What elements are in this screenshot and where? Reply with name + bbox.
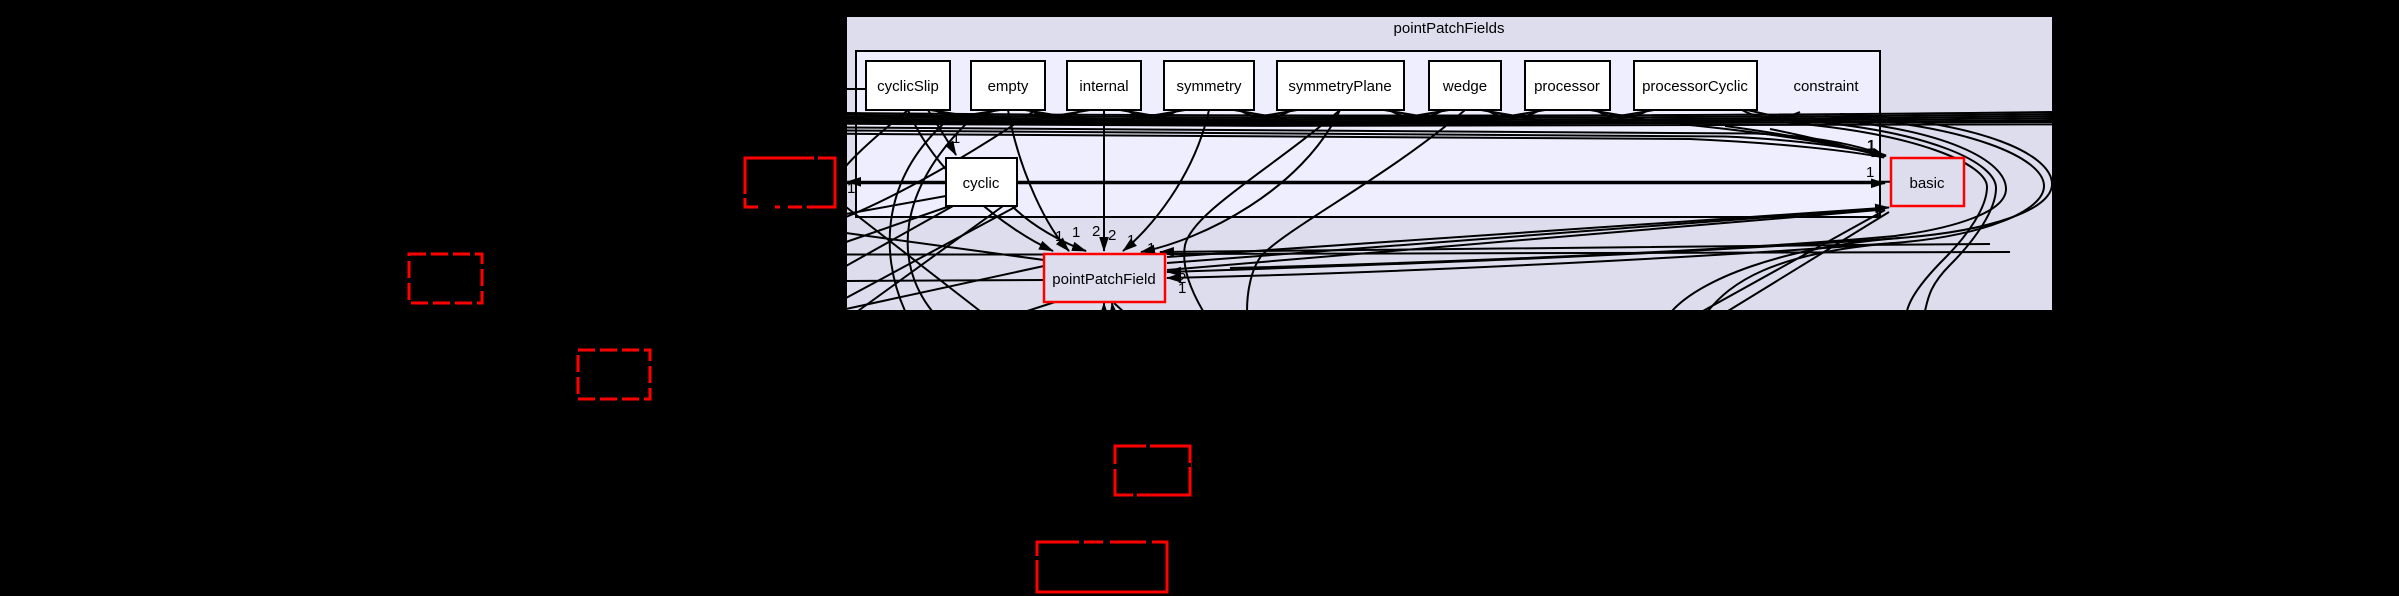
- svg-text:processor: processor: [1534, 78, 1600, 95]
- svg-text:1: 1: [1072, 224, 1080, 241]
- svg-text:2: 2: [1092, 223, 1100, 240]
- svg-text:empty: empty: [988, 78, 1029, 95]
- svg-text:1: 1: [1147, 240, 1155, 257]
- svg-text:2: 2: [1178, 270, 1186, 287]
- svg-text:internal: internal: [1079, 78, 1128, 95]
- svg-text:constraint: constraint: [1793, 78, 1859, 95]
- svg-text:wedge: wedge: [1442, 78, 1487, 95]
- svg-text:1: 1: [1055, 228, 1063, 245]
- svg-text:cyclic: cyclic: [963, 175, 1000, 192]
- svg-text:1: 1: [1866, 164, 1874, 181]
- svg-text:1: 1: [1178, 280, 1186, 297]
- svg-text:pointPatchFields: pointPatchFields: [1394, 20, 1505, 37]
- svg-text:1: 1: [847, 180, 855, 197]
- svg-text:symmetryPlane: symmetryPlane: [1288, 78, 1391, 95]
- svg-text:1: 1: [952, 130, 960, 147]
- svg-text:symmetry: symmetry: [1177, 78, 1242, 95]
- svg-text:2: 2: [1108, 227, 1116, 244]
- svg-text:basic: basic: [1909, 175, 1945, 192]
- svg-text:cyclicSlip: cyclicSlip: [877, 78, 939, 95]
- svg-text:1: 1: [1873, 203, 1881, 220]
- svg-text:pointPatchField: pointPatchField: [1052, 271, 1155, 288]
- svg-text:processorCyclic: processorCyclic: [1642, 78, 1748, 95]
- svg-text:1: 1: [1127, 232, 1135, 249]
- svg-text:1: 1: [1867, 137, 1875, 154]
